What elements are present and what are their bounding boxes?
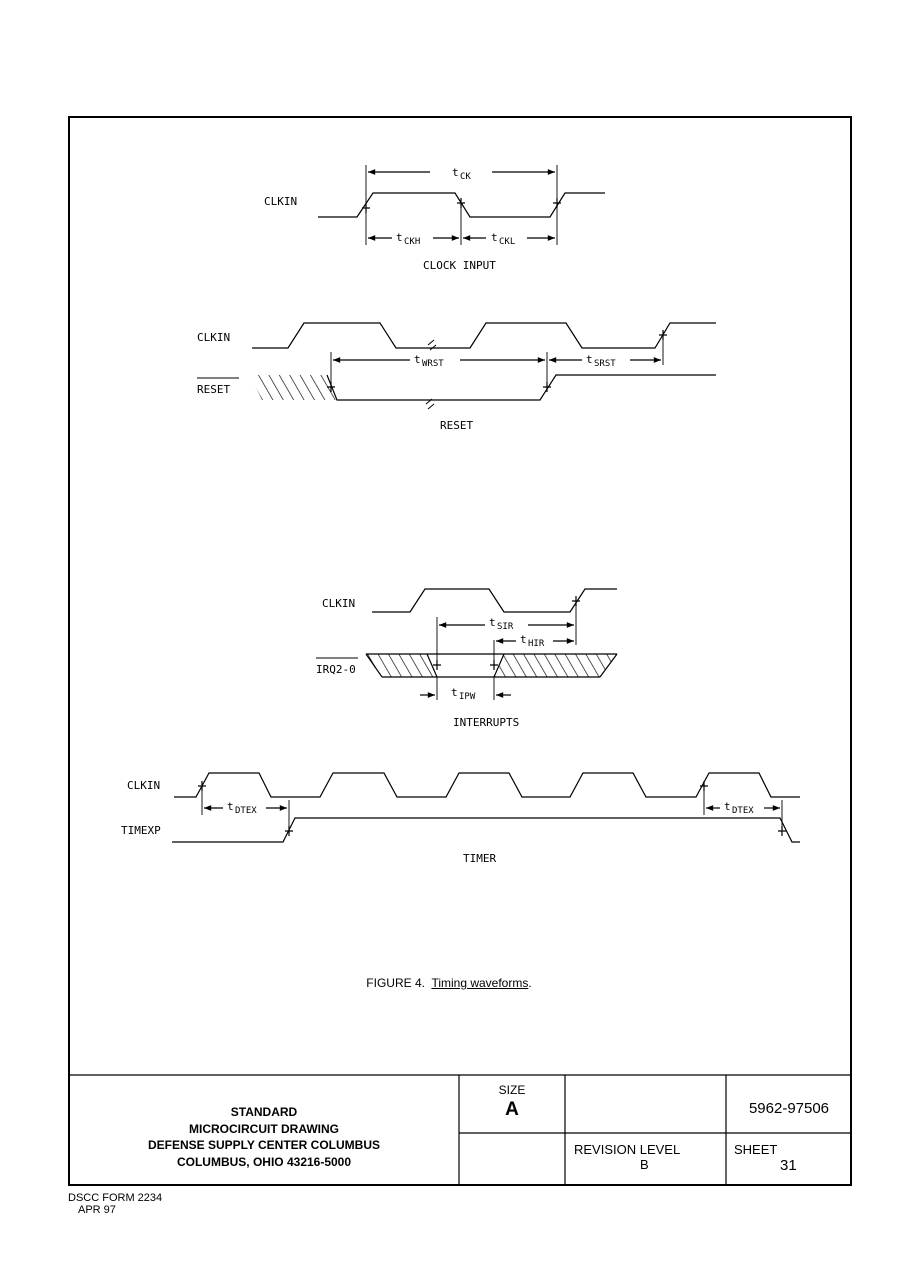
twrst-label-t: t [414,353,421,366]
irq-waveform [365,653,618,678]
figure-number: FIGURE 4. [366,976,425,990]
sheet-number: 31 [780,1157,797,1174]
tdtex-right-label-t: t [724,800,731,813]
tckl-label-sub: CKL [499,237,515,247]
irq-signal-label: IRQ2-0 [316,663,356,676]
tckh-label-sub: CKH [404,237,420,247]
timexp-label: TIMEXP [121,824,161,837]
tsir-label-sub: SIR [497,622,514,632]
figure-title-suffix: . [528,976,532,990]
clkin-label: CLKIN [264,195,297,208]
org-line-2: MICROCIRCUIT DRAWING [189,1121,339,1136]
timer-caption: TIMER [463,852,496,865]
reset-caption: RESET [440,419,473,432]
tckh-label-t: t [396,231,403,244]
irq-hatch-right [494,654,617,677]
reset-waveform [326,374,716,401]
irq-hatch-left [366,654,437,677]
size-label: SIZE [498,1083,526,1097]
tipw-label-t: t [451,686,458,699]
timer-diagram: CLKIN TIMEXP t DTEX t DTEX TIMER [121,772,800,865]
clkin-waveform [318,192,605,218]
form-number: DSCC FORM 2234 [68,1192,163,1204]
reset-diagram: CLKIN RESET t WRST t SRST RESET [197,322,716,432]
sheet-label: SHEET [734,1142,778,1157]
revision-value: B [640,1157,649,1172]
figure-title: Timing waveforms [431,976,529,990]
drawing-number: 5962-97506 [748,1100,830,1117]
tck-label-sub: CK [460,172,471,182]
tsrst-label-t: t [586,353,593,366]
form-footer: DSCC FORM 2234 APR 97 [68,1192,162,1216]
clock-input-diagram: CLKIN t CK t CKH t CKL CLOCK INPUT [264,165,605,272]
thir-label-sub: HIR [528,639,545,649]
timer-clkin-label: CLKIN [127,779,160,792]
org-line-3: DEFENSE SUPPLY CENTER COLUMBUS [147,1138,381,1152]
reset-clkin-label: CLKIN [197,331,230,344]
tckl-label-t: t [491,231,498,244]
reset-hatched-region [250,375,337,400]
reset-clkin-waveform [252,322,716,349]
org-line-4: COLUMBUS, OHIO 43216-5000 [176,1154,352,1169]
tipw-label-sub: IPW [459,692,476,702]
tsrst-label-sub: SRST [594,359,616,369]
tck-label-t: t [452,166,459,179]
drawing-sheet-border [68,116,852,1186]
interrupts-caption: INTERRUPTS [453,716,519,729]
twrst-label-sub: WRST [422,359,444,369]
clock-input-caption: CLOCK INPUT [423,259,496,272]
revision-label: REVISION LEVEL [574,1142,681,1157]
size-value: A [505,1099,519,1120]
timexp-waveform [172,817,800,843]
thir-label-t: t [520,633,527,646]
tdtex-left-label-t: t [227,800,234,813]
timer-clkin-waveform [174,772,800,798]
figure-caption: FIGURE 4. Timing waveforms. [0,976,898,990]
interrupts-clkin-label: CLKIN [322,597,355,610]
title-block-organization: STANDARD MICROCIRCUIT DRAWING DEFENSE SU… [70,1104,458,1170]
title-block-grid [69,1074,851,1185]
transition-marks [362,198,561,213]
interrupts-diagram: CLKIN IRQ2-0 t SIR t HIR t IPW INTERRUPT… [316,588,618,729]
tsir-label-t: t [489,616,496,629]
org-line-1: STANDARD [230,1105,298,1119]
form-date: APR 97 [78,1204,116,1216]
tdtex-left-label-sub: DTEX [235,806,257,816]
interrupts-clkin-waveform [372,588,617,613]
reset-signal-label: RESET [197,383,230,396]
tdtex-right-label-sub: DTEX [732,806,754,816]
